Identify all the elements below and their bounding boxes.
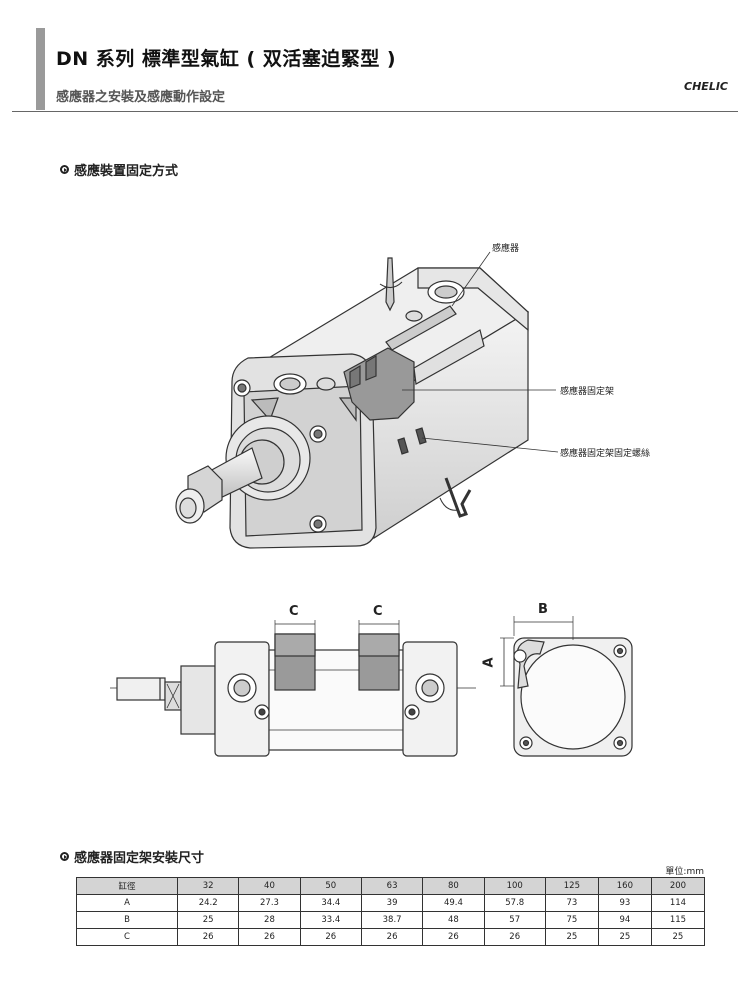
section-dimensions-title: 感應器固定架安裝尺寸 bbox=[74, 851, 205, 866]
table-cell: 125 bbox=[544, 877, 599, 895]
table-cell: 26 bbox=[483, 928, 546, 946]
page-subtitle: 感應器之安裝及感應動作設定 bbox=[56, 90, 226, 105]
table-cell: 115 bbox=[650, 911, 706, 929]
table-cell: 160 bbox=[597, 877, 652, 895]
table-cell: 50 bbox=[299, 877, 362, 895]
page-title: DN 系列 標準型氣缸 ( 双活塞迫緊型 ) bbox=[56, 48, 397, 70]
dim-label-c-right: C bbox=[373, 604, 383, 619]
table-cell: 34.4 bbox=[299, 894, 362, 912]
table-cell: C bbox=[76, 928, 178, 946]
table-cell: 40 bbox=[238, 877, 301, 895]
table-cell: 93 bbox=[597, 894, 652, 912]
table-cell: 39 bbox=[360, 894, 424, 912]
dim-label-b: B bbox=[538, 602, 548, 617]
table-cell: 75 bbox=[544, 911, 599, 929]
table-cell: 38.7 bbox=[360, 911, 424, 929]
table-cell: 25 bbox=[544, 928, 599, 946]
table-header-row: 缸徑 32 40 50 63 80 100 125 160 200 bbox=[76, 877, 706, 895]
play-bullet-icon bbox=[60, 852, 69, 861]
table-cell: 24.2 bbox=[176, 894, 240, 912]
table-cell: 57 bbox=[483, 911, 546, 929]
table-cell: 缸徑 bbox=[76, 877, 178, 895]
table-cell: 25 bbox=[597, 928, 652, 946]
table-cell: 57.8 bbox=[483, 894, 546, 912]
callout-bracket: 感應器固定架 bbox=[560, 387, 615, 397]
header-divider bbox=[12, 111, 738, 112]
dim-label-a: A bbox=[481, 657, 497, 668]
cylinder-side-view-drawing bbox=[110, 620, 476, 757]
table-cell: 33.4 bbox=[299, 911, 362, 929]
table-cell: 100 bbox=[483, 877, 546, 895]
table-cell: 73 bbox=[544, 894, 599, 912]
section-mounting-title: 感應裝置固定方式 bbox=[74, 164, 179, 179]
table-cell: 94 bbox=[597, 911, 652, 929]
table-cell: 48 bbox=[422, 911, 485, 929]
unit-label: 單位:mm bbox=[665, 867, 704, 877]
table-row: B 25 28 33.4 38.7 48 57 75 94 115 bbox=[76, 911, 706, 929]
table-cell: 200 bbox=[650, 877, 706, 895]
brand-logo: CHELIC bbox=[684, 80, 728, 93]
table-cell: 80 bbox=[422, 877, 485, 895]
table-cell: 26 bbox=[360, 928, 424, 946]
table-row: A 24.2 27.3 34.4 39 49.4 57.8 73 93 114 bbox=[76, 894, 706, 912]
table-cell: 26 bbox=[176, 928, 240, 946]
cylinder-end-view-drawing bbox=[500, 616, 633, 757]
table-cell: 49.4 bbox=[422, 894, 485, 912]
table-cell: 27.3 bbox=[238, 894, 301, 912]
section-dimensions-heading: 感應器固定架安裝尺寸 bbox=[60, 847, 204, 866]
header-accent-bar bbox=[36, 28, 45, 110]
table-cell: 114 bbox=[650, 894, 706, 912]
table-cell: 28 bbox=[238, 911, 301, 929]
table-row: C 26 26 26 26 26 26 25 25 25 bbox=[76, 928, 706, 946]
table-cell: B bbox=[76, 911, 178, 929]
table-cell: 26 bbox=[238, 928, 301, 946]
table-cell: 26 bbox=[422, 928, 485, 946]
table-cell: A bbox=[76, 894, 178, 912]
table-cell: 25 bbox=[650, 928, 706, 946]
cylinder-isometric-drawing bbox=[175, 251, 559, 549]
table-cell: 25 bbox=[176, 911, 240, 929]
callout-sensor: 感應器 bbox=[492, 244, 520, 254]
callout-bracket-screw: 感應器固定架固定螺絲 bbox=[560, 449, 651, 459]
dimensions-table: 缸徑 32 40 50 63 80 100 125 160 200 A 24.2… bbox=[76, 877, 706, 946]
table-cell: 26 bbox=[299, 928, 362, 946]
table-cell: 32 bbox=[176, 877, 240, 895]
table-cell: 63 bbox=[360, 877, 424, 895]
dim-label-c-left: C bbox=[289, 604, 299, 619]
section-mounting-heading: 感應裝置固定方式 bbox=[60, 160, 178, 179]
play-bullet-icon bbox=[60, 165, 69, 174]
